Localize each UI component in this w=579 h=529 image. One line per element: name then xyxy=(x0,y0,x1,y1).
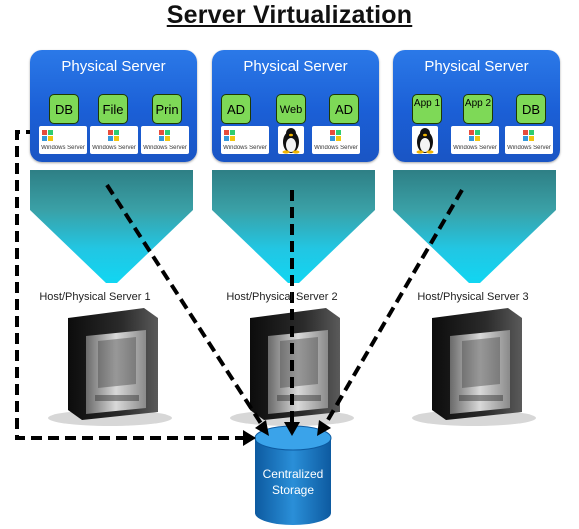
physical-server-panel-3: Physical Server App 1 App 2 DB Windows S… xyxy=(393,50,560,162)
vm-app-1: App 1 xyxy=(412,94,442,124)
funnel-1 xyxy=(30,170,193,283)
linux-penguin-icon xyxy=(412,126,438,154)
vm-file: File xyxy=(98,94,128,124)
arrowhead-server2 xyxy=(284,422,300,436)
panel-label: Physical Server xyxy=(424,58,529,75)
vm-db: DB xyxy=(516,94,546,124)
vm-ad-2: AD xyxy=(329,94,359,124)
diagram-title: Server Virtualization xyxy=(166,1,413,29)
arrowhead-server1 xyxy=(255,420,269,436)
host-label-1: Host/Physical Server 1 xyxy=(39,291,151,303)
host-label-2: Host/Physical Server 2 xyxy=(226,291,338,303)
vm-app-2: App 2 xyxy=(463,94,493,124)
windows-icon: Windows Server xyxy=(451,126,499,154)
arrowhead-left xyxy=(243,430,256,446)
host-label-3: Host/Physical Server 3 xyxy=(417,291,529,303)
vm-db: DB xyxy=(49,94,79,124)
linux-penguin-icon xyxy=(278,126,304,154)
windows-icon: Windows Server xyxy=(39,126,87,154)
physical-server-panel-1: Physical Server DB File Prin Windows Ser… xyxy=(30,50,197,162)
funnel-3 xyxy=(393,170,556,283)
arrow-server1 xyxy=(105,183,264,427)
panel-label: Physical Server xyxy=(243,58,348,75)
server-tower-3 xyxy=(412,308,536,426)
arrowhead-server3 xyxy=(317,420,331,436)
vm-web: Web xyxy=(276,94,306,124)
server-tower-1 xyxy=(48,308,172,426)
vm-ad: AD xyxy=(221,94,251,124)
storage-label: Centralized Storage xyxy=(262,467,324,497)
windows-icon: Windows Server xyxy=(505,126,553,154)
panel-label: Physical Server xyxy=(61,58,166,75)
physical-server-panel-2: Physical Server AD Web AD Windows Server… xyxy=(212,50,379,162)
windows-icon: Windows Server xyxy=(312,126,360,154)
windows-icon: Windows Server xyxy=(221,126,269,154)
windows-icon: Windows Server xyxy=(90,126,138,154)
windows-icon: Windows Server xyxy=(141,126,189,154)
arrow-server3 xyxy=(323,188,464,427)
vm-print: Prin xyxy=(152,94,182,124)
